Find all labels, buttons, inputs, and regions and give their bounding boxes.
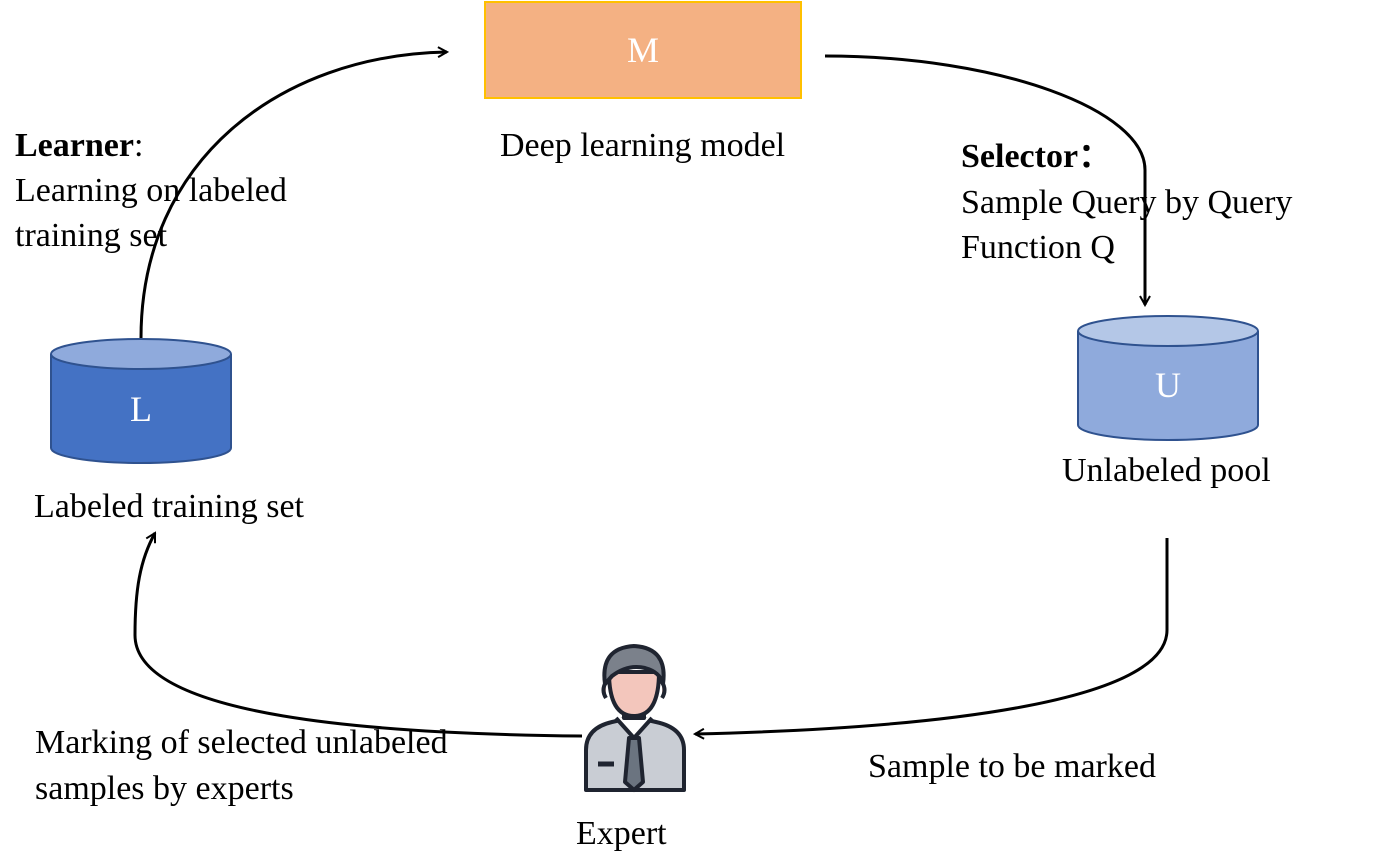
labeled-set-letter: L — [130, 389, 152, 429]
sample-caption: Sample to be marked — [868, 748, 1156, 785]
learner-title-line: Learner: — [15, 123, 143, 169]
selector-arrow — [824, 54, 1145, 305]
expert-caption: Expert — [576, 815, 667, 852]
unlabeled-pool-letter: U — [1155, 365, 1181, 405]
unlabeled-pool-caption: Unlabeled pool — [1062, 452, 1271, 489]
learner-arrow — [139, 52, 447, 339]
selector-desc-line1: Sample Query by Query — [961, 184, 1293, 221]
marking-caption-line2: samples by experts — [35, 770, 294, 807]
labeled-set-cylinder-icon: L — [50, 338, 232, 464]
labeled-set-caption: Labeled training set — [34, 488, 305, 525]
unlabeled-pool-cylinder-icon: U — [1077, 315, 1259, 441]
sample-arrow — [695, 538, 1169, 734]
learner-title: Learner — [15, 127, 134, 164]
expert-icon — [584, 644, 686, 792]
marking-arrow — [133, 533, 583, 738]
model-letter: M — [626, 30, 659, 70]
learner-desc-line1: Learning on labeled — [15, 172, 287, 209]
selector-title: Selector： — [961, 138, 1113, 175]
marking-caption-line1: Marking of selected unlabeled — [35, 724, 448, 761]
model-caption: Deep learning model — [500, 127, 786, 164]
learner-colon: : — [133, 127, 144, 164]
model-box: M — [484, 1, 802, 99]
learner-desc-line2: training set — [15, 217, 168, 254]
selector-desc-line2: Function Q — [961, 229, 1115, 266]
